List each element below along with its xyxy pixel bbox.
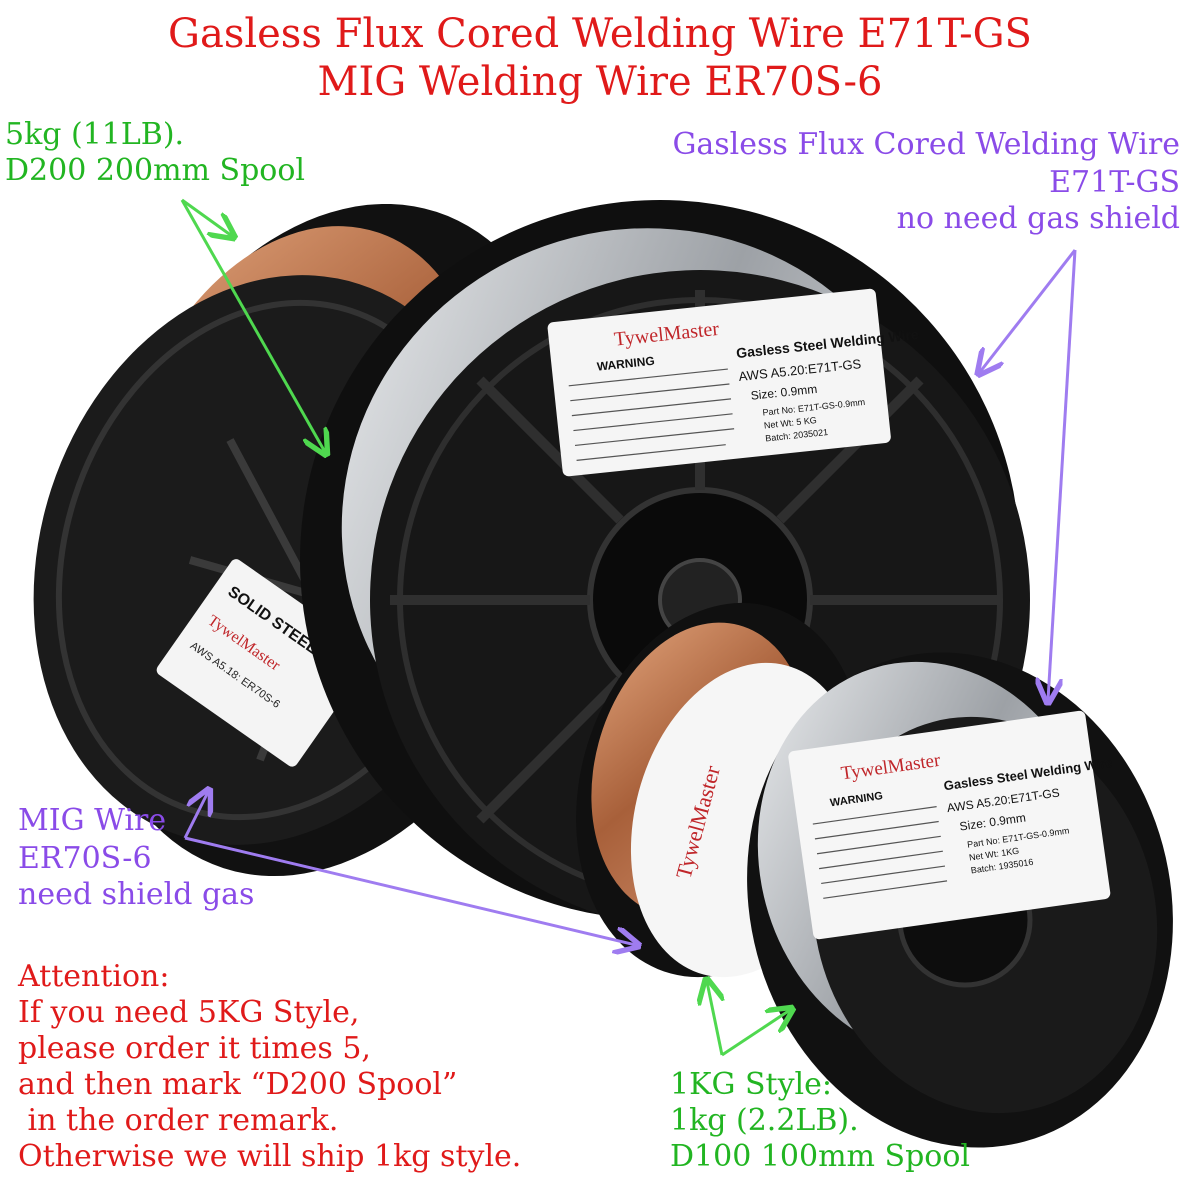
attention-line-1: If you need 5KG Style, — [18, 995, 360, 1030]
title-line-1: Gasless Flux Cored Welding Wire E71T-GS — [168, 11, 1032, 57]
purple-double-arrow-icon — [183, 792, 636, 945]
purple-arrow-icon — [980, 249, 1077, 700]
attention-line-5: Otherwise we will ship 1kg style. — [18, 1139, 522, 1174]
attention-line-2: please order it times 5, — [18, 1031, 371, 1066]
title-line-2: MIG Welding Wire ER70S-6 — [317, 59, 883, 105]
svg-text:Size: 0.9mm: Size: 0.9mm — [750, 382, 818, 403]
small-spool-style: 1KG Style: — [670, 1067, 833, 1102]
flux-spool-1kg: TywelMaster WARNING Gasless Steel Weldin… — [747, 652, 1173, 1148]
attention-heading: Attention: — [18, 959, 170, 994]
big-spool-size: D200 200mm Spool — [5, 153, 306, 188]
flux-label-large: TywelMaster WARNING Gasless Steel Weldin… — [547, 288, 920, 477]
green-double-arrow-icon — [707, 982, 790, 1057]
flux-wire-note: no need gas shield — [896, 201, 1180, 236]
small-spool-weight: 1kg (2.2LB). — [670, 1103, 859, 1138]
flux-label-small: TywelMaster WARNING Gasless Steel Weldin… — [788, 710, 1113, 940]
big-spool-weight: 5kg (11LB). — [5, 117, 185, 152]
green-double-arrow-icon — [180, 198, 325, 452]
mig-wire-code: ER70S-6 — [18, 841, 152, 876]
attention-line-3: and then mark “D200 Spool” — [18, 1067, 458, 1102]
mig-wire-name: MIG Wire — [18, 803, 167, 838]
small-spool-size: D100 100mm Spool — [670, 1139, 971, 1174]
svg-text:WARNING: WARNING — [596, 354, 655, 374]
flux-wire-name: Gasless Flux Cored Welding Wire — [672, 127, 1180, 162]
mig-wire-note: need shield gas — [18, 877, 255, 912]
flux-wire-code: E71T-GS — [1049, 165, 1180, 200]
attention-line-4: in the order remark. — [18, 1103, 339, 1138]
